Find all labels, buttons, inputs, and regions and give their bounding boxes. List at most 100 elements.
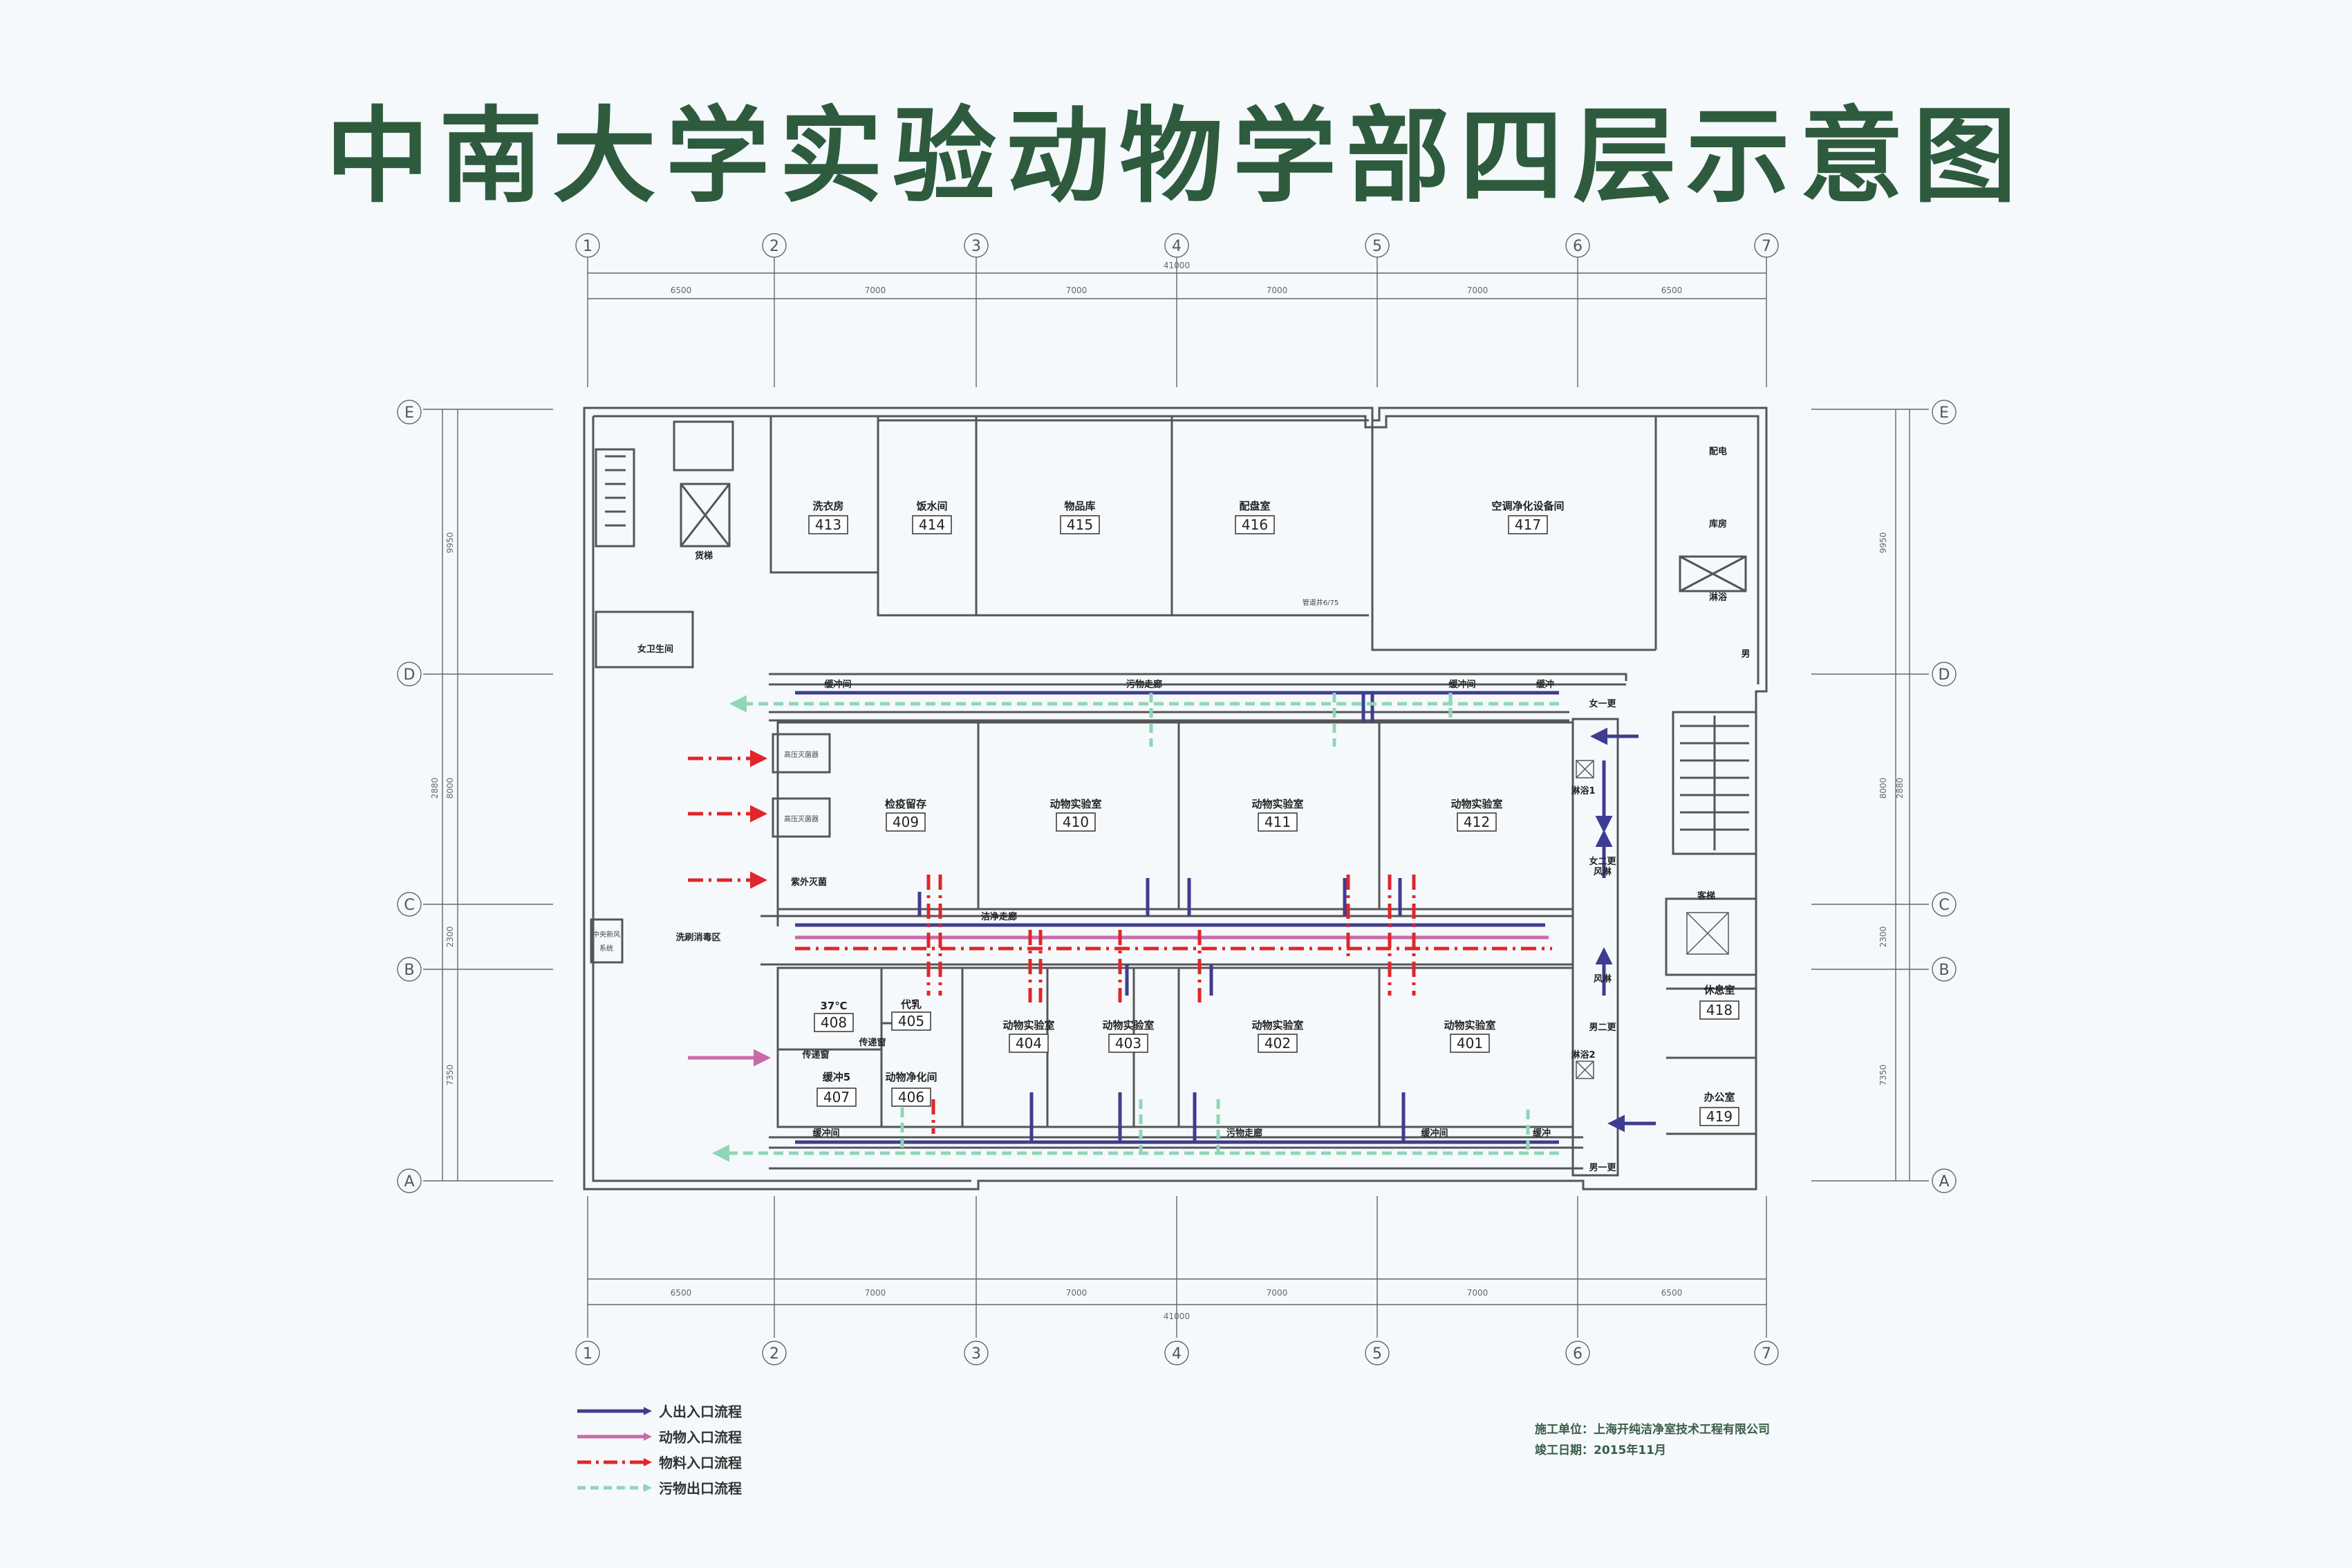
room-number: 411	[1264, 814, 1291, 830]
room-name: 检疫留存	[885, 798, 926, 810]
room-number: 406	[898, 1089, 924, 1105]
axis-bubble	[397, 662, 422, 687]
axis-label: C	[404, 897, 414, 914]
room-name: 37℃	[820, 1000, 847, 1012]
label: 缓冲	[1533, 1128, 1551, 1139]
legend-label: 人出入口流程	[659, 1403, 742, 1420]
legend-item: 污物出口流程	[577, 1475, 742, 1500]
room-name: 休息室	[1703, 984, 1735, 996]
axis-bubble	[1365, 233, 1390, 258]
axis-bubble	[1754, 1341, 1779, 1365]
room-number: 409	[893, 814, 919, 830]
axis-label: B	[1939, 962, 1949, 979]
label: 缓冲间	[1421, 1128, 1448, 1139]
legend: 人出入口流程 动物入口流程 物料入口流程 污物出口流程	[577, 1398, 742, 1500]
material-flow-line	[1346, 875, 1416, 996]
legend-swatch	[577, 1457, 652, 1466]
label: 淋浴1	[1571, 785, 1595, 796]
room-name: 物品库	[1064, 500, 1095, 512]
axis-label: 5	[1372, 1345, 1382, 1363]
credits: 施工单位：上海开纯洁净室技术工程有限公司 竣工日期：2015年11月	[1535, 1419, 1770, 1461]
label: 缓冲间	[1448, 679, 1475, 690]
label: 传递窗	[801, 1049, 829, 1061]
room-name: 代乳	[900, 998, 922, 1011]
label: 库房	[1709, 519, 1727, 530]
room-name: 动物实验室	[1444, 1019, 1495, 1032]
dim-text: 6500	[1661, 1288, 1683, 1298]
legend-label: 动物入口流程	[659, 1429, 742, 1446]
axis-bubble	[1565, 233, 1590, 258]
axis-bubble	[575, 233, 600, 258]
label: 客梯	[1697, 890, 1715, 902]
person-flow-line	[917, 892, 1213, 996]
material-flow-line	[1028, 930, 1043, 1002]
dim-text: 9950	[445, 532, 455, 554]
page-title: 中南大学实验动物学部四层示意图	[325, 97, 2026, 217]
room-number: 401	[1457, 1035, 1483, 1052]
axis-bubble	[1932, 1168, 1957, 1193]
axis-bubble	[397, 892, 422, 917]
axis-bubble	[762, 233, 787, 258]
axis-bubble	[1754, 233, 1779, 258]
axis-bubble	[1164, 1341, 1189, 1365]
room-name: 缓冲5	[823, 1071, 850, 1083]
label: 配电	[1709, 446, 1727, 457]
dim-text: 7350	[445, 1065, 455, 1086]
label: 女二更	[1589, 856, 1616, 867]
dim-text: 7000	[1467, 286, 1488, 295]
axis-bubble	[397, 400, 422, 424]
axis-label: E	[404, 404, 414, 422]
room-number: 407	[823, 1089, 850, 1105]
axis-bubble	[964, 233, 989, 258]
legend-item: 人出入口流程	[577, 1398, 742, 1424]
axis-label: A	[1939, 1173, 1949, 1191]
completion-date-text: 竣工日期：2015年11月	[1535, 1444, 1666, 1457]
legend-label: 物料入口流程	[659, 1455, 742, 1471]
label: 传递窗	[858, 1037, 886, 1048]
label: 女一更	[1589, 698, 1616, 709]
dim-text: 2300	[445, 926, 455, 948]
axis-bubble	[964, 1341, 989, 1365]
person-flow-line	[1361, 693, 1374, 722]
axis-label: C	[1939, 897, 1949, 914]
dim-text: 9950	[1878, 532, 1888, 554]
dim-text: 2880	[1895, 778, 1905, 799]
label: 风淋	[1594, 973, 1612, 984]
label: 风淋	[1594, 866, 1612, 877]
label: 货梯	[695, 550, 713, 561]
material-flow-line	[926, 875, 942, 996]
legend-item: 动物入口流程	[577, 1424, 742, 1449]
dim-text: 8000	[445, 778, 455, 799]
room-name: 动物实验室	[1251, 798, 1303, 810]
axis-label: 7	[1762, 238, 1771, 255]
dim-text: 6500	[671, 286, 692, 295]
axis-bubble	[1932, 892, 1957, 917]
legend-swatch	[577, 1483, 652, 1492]
room-number: 402	[1264, 1035, 1291, 1052]
axis-label: 2	[769, 238, 779, 255]
label: 系统	[599, 944, 613, 953]
room-number: 415	[1067, 516, 1093, 533]
axis-label: B	[404, 962, 414, 979]
room-number: 404	[1016, 1035, 1042, 1052]
axis-bubble	[1365, 1341, 1390, 1365]
axis-label: 6	[1573, 238, 1583, 255]
waste-flow-line	[900, 1092, 1530, 1153]
axis-bubble	[1164, 233, 1189, 258]
dim-text: 41000	[1164, 261, 1190, 270]
room-name: 动物净化间	[885, 1071, 937, 1083]
label: 淋浴	[1709, 592, 1728, 603]
label: 女卫生间	[637, 644, 673, 655]
legend-swatch	[577, 1432, 652, 1441]
axis-label: D	[1939, 666, 1950, 684]
dim-text: 7000	[865, 286, 886, 295]
axis-label: 3	[971, 238, 981, 255]
label: 高压灭菌器	[784, 814, 819, 823]
axis-label: 5	[1372, 238, 1382, 255]
label: 洁净走廊	[981, 911, 1017, 922]
waste-flow-line	[1149, 693, 1453, 747]
axis-bubble	[575, 1341, 600, 1365]
room-name: 洗衣房	[812, 500, 843, 512]
axis-bubble	[1932, 662, 1957, 687]
axis-label: 1	[583, 238, 592, 255]
